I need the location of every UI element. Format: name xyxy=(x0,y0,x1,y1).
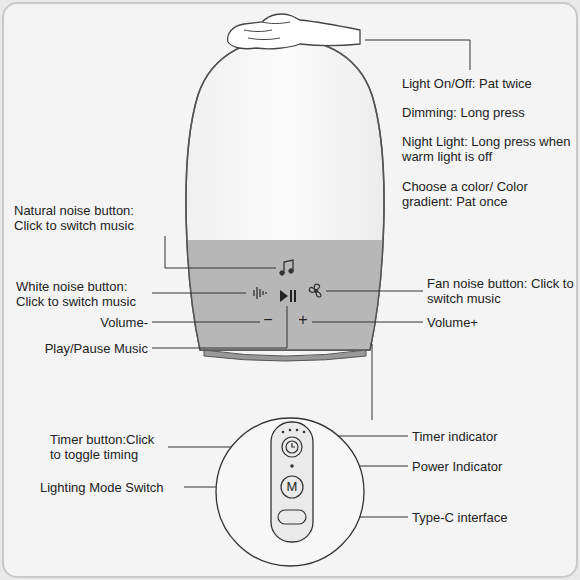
callout-text: Timer indicator xyxy=(412,429,572,444)
device-outline xyxy=(186,38,384,350)
power-indicator-dot xyxy=(290,464,294,468)
timer-button xyxy=(282,437,302,457)
zoom-circle xyxy=(216,418,364,566)
callout-text: Volume+ xyxy=(427,315,547,330)
button-symbol: − xyxy=(258,312,278,327)
callout-text: Lighting Mode Switch xyxy=(40,480,182,495)
note-icon xyxy=(280,260,293,275)
timer-indicator-dots xyxy=(282,429,306,434)
device-base xyxy=(204,350,366,361)
device-body xyxy=(186,38,384,350)
button-symbol: M xyxy=(282,479,302,494)
button-symbol: + xyxy=(293,312,313,327)
back-panel xyxy=(271,422,313,542)
callout-text: Power Indicator xyxy=(412,459,572,474)
hand-figure xyxy=(228,14,360,49)
mode-button xyxy=(281,476,303,498)
card-ground xyxy=(3,3,577,577)
callout-text: Volume- xyxy=(62,315,148,330)
callout-text: Fan noise button: Click to switch music xyxy=(427,276,575,306)
fan-icon xyxy=(309,284,321,297)
control-band xyxy=(186,240,384,350)
callout-text: Play/Pause Music xyxy=(28,341,148,356)
callout-text: Natural noise button: Click to switch mu… xyxy=(14,203,164,233)
play-pause-icon xyxy=(280,290,296,302)
callout-text: Dimming: Long press xyxy=(402,105,572,120)
type-c-port xyxy=(278,510,306,524)
callout-text: Light On/Off: Pat twice xyxy=(402,76,572,91)
callout-text: Timer button:Click to toggle timing xyxy=(50,432,164,462)
callout-text: Type-C interface xyxy=(412,510,572,525)
waveform-icon xyxy=(251,287,266,299)
hand-fingers xyxy=(244,22,290,40)
callout-text: White noise button: Click to switch musi… xyxy=(16,279,154,309)
callout-text: Choose a color/ Color gradient: Pat once xyxy=(402,179,572,209)
callout-text: Night Light: Long press when warm light … xyxy=(402,134,572,164)
